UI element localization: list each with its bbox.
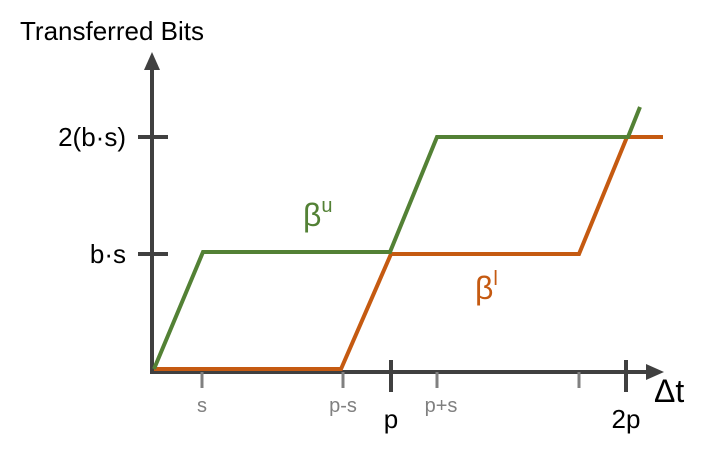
x-tick-label-2p: 2p [612, 404, 641, 434]
upper-curve-label: βu [303, 195, 333, 233]
x-tick-label-p: p [384, 404, 398, 434]
upper-curve [152, 106, 642, 370]
x-tick-label-s: s [197, 395, 207, 417]
upper-curve-superscript: u [321, 195, 332, 217]
y-tick-label-2bs: 2(b·s) [58, 122, 126, 152]
x-axis-title: Δt [654, 373, 684, 409]
x-axis-arrowhead [646, 364, 664, 380]
y-tick-label-bs: b·s [90, 239, 126, 269]
lower-curve-superscript: l [493, 268, 497, 290]
lower-curve-label: βl [475, 268, 498, 306]
lower-curve-symbol: β [475, 270, 493, 306]
lower-curve [154, 135, 663, 371]
x-tick-label-p+s: p+s [425, 395, 458, 417]
x-tick-label-p-s: p-s [329, 395, 357, 417]
y-axis-arrowhead [144, 52, 160, 70]
upper-curve-symbol: β [303, 197, 321, 233]
y-axis-title: Transferred Bits [20, 16, 204, 46]
